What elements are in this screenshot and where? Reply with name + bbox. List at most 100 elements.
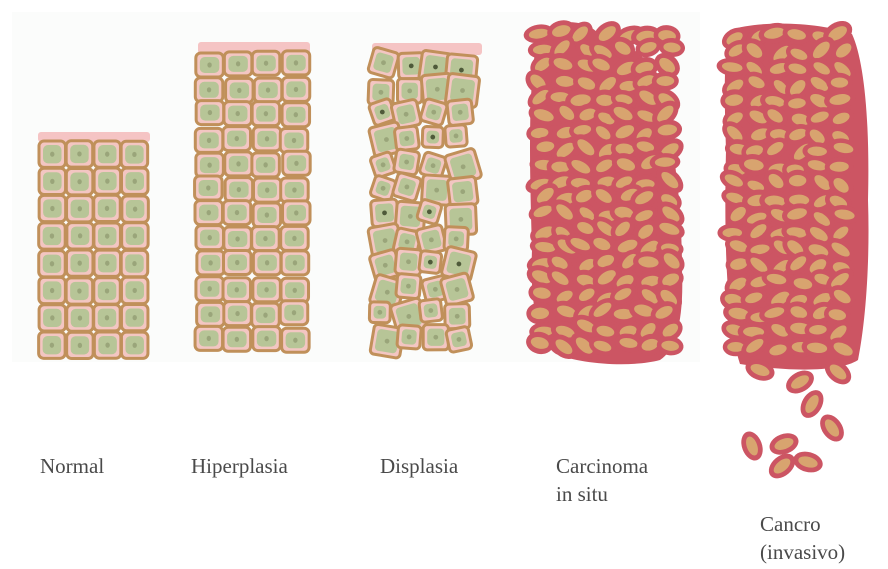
hyperplasia-cell	[252, 227, 280, 251]
hyperplasia-cell	[280, 301, 308, 325]
normal-nucleus	[50, 343, 54, 348]
normal-nucleus	[133, 343, 137, 348]
hyperplasia-nucleus	[207, 62, 211, 67]
hyperplasia-nucleus	[207, 138, 211, 143]
normal-nucleus	[78, 206, 82, 211]
hyperplasia-nucleus	[263, 162, 267, 167]
hyperplasia-cell	[281, 251, 309, 275]
normal-cell	[121, 168, 148, 194]
hyperplasia-nucleus	[264, 287, 268, 292]
label-invasive-cancer-line-1: Cancro	[760, 510, 845, 538]
hyperplasia-cell	[282, 328, 310, 352]
normal-nucleus	[105, 261, 109, 266]
hyperplasia-nucleus	[235, 210, 239, 215]
hyperplasia-nucleus	[235, 260, 239, 265]
hyperplasia-cell	[224, 227, 252, 251]
normal-nucleus	[78, 261, 82, 266]
normal-nucleus	[105, 179, 109, 184]
normal-cell	[94, 168, 121, 194]
normal-nucleus	[78, 233, 82, 238]
label-carcinoma-in-situ-line-2: in situ	[556, 480, 648, 508]
hyperplasia-cell	[281, 226, 309, 250]
hyperplasia-nucleus	[294, 112, 298, 117]
dysplasia-cell	[419, 250, 442, 273]
hyperplasia-cell	[281, 278, 309, 302]
dysplasia-cell	[393, 149, 420, 176]
normal-nucleus	[105, 233, 109, 238]
hyperplasia-nucleus	[207, 286, 211, 291]
hyperplasia-cell	[195, 201, 223, 225]
normal-nucleus	[77, 151, 81, 156]
dysplasia-cell	[395, 248, 423, 276]
normal-cell	[66, 141, 93, 167]
hyperplasia-cell	[223, 327, 251, 351]
hyperplasia-nucleus	[208, 260, 212, 265]
hyperplasia-cell	[225, 178, 253, 202]
label-normal-line-1: Normal	[40, 454, 104, 478]
normal-cell	[67, 305, 94, 331]
hyperplasia-nucleus	[235, 136, 239, 141]
dysplasia-cell	[440, 272, 474, 306]
hyperplasia-cell	[252, 102, 280, 126]
hyperplasia-cell	[196, 226, 224, 250]
normal-cell	[122, 223, 149, 249]
dysplasia-cell	[397, 325, 422, 350]
hyperplasia-cell	[195, 78, 223, 102]
hyperplasia-cell	[196, 101, 224, 125]
normal-nucleus	[133, 207, 137, 212]
hyperplasia-cell	[196, 277, 224, 301]
normal-cell	[39, 168, 65, 194]
dysplasia-tissue-column	[367, 43, 482, 358]
hyperplasia-cell	[253, 327, 280, 351]
hyperplasia-cell	[282, 51, 310, 75]
hyperplasia-cell	[252, 303, 280, 327]
normal-cell	[39, 141, 66, 167]
hyperplasia-nucleus	[292, 236, 296, 241]
hyperplasia-nucleus	[293, 288, 297, 293]
hyperplasia-nucleus	[237, 187, 241, 192]
hyperplasia-cell	[196, 153, 224, 177]
dysplasia-nucleus	[407, 88, 412, 93]
dysplasia-cell	[447, 99, 474, 126]
dysplasia-cell	[394, 126, 419, 151]
hyperplasia-nucleus	[235, 236, 239, 241]
dysplasia-cell	[420, 98, 448, 126]
normal-cell	[39, 305, 66, 331]
dysplasia-cell	[422, 126, 443, 147]
hyperplasia-cell	[195, 326, 223, 350]
hyperplasia-nucleus	[236, 111, 240, 116]
invasive-cancer-detached-cell	[737, 428, 766, 463]
normal-cell	[39, 251, 66, 277]
hyperplasia-nucleus	[264, 336, 268, 341]
hyperplasia-nucleus	[292, 138, 296, 143]
normal-nucleus	[50, 179, 54, 184]
normal-nucleus	[105, 315, 109, 320]
hyperplasia-nucleus	[292, 187, 296, 192]
label-invasive-cancer: Cancro (invasivo)	[760, 510, 845, 566]
normal-nucleus	[50, 288, 54, 293]
normal-cell	[121, 250, 147, 276]
hyperplasia-cell	[282, 103, 310, 127]
hyperplasia-nucleus	[235, 311, 239, 316]
dysplasia-cell	[367, 47, 399, 79]
normal-nucleus	[50, 233, 54, 238]
normal-cell	[66, 278, 93, 304]
hyperplasia-cell	[253, 203, 281, 227]
hyperplasia-cell	[283, 201, 311, 225]
normal-cell	[121, 277, 148, 303]
hyperplasia-cell	[223, 127, 251, 151]
normal-nucleus	[50, 152, 54, 157]
hyperplasia-tissue-column	[195, 42, 311, 352]
hyperplasia-cell	[283, 151, 311, 175]
normal-cell	[67, 196, 94, 222]
normal-cell	[122, 196, 148, 222]
normal-nucleus	[50, 261, 54, 266]
normal-nucleus	[105, 288, 109, 293]
normal-nucleus	[78, 315, 82, 320]
hyperplasia-cell	[253, 251, 281, 275]
hyperplasia-cell	[253, 127, 281, 151]
hyperplasia-cell	[252, 51, 280, 75]
normal-cell	[121, 141, 147, 167]
